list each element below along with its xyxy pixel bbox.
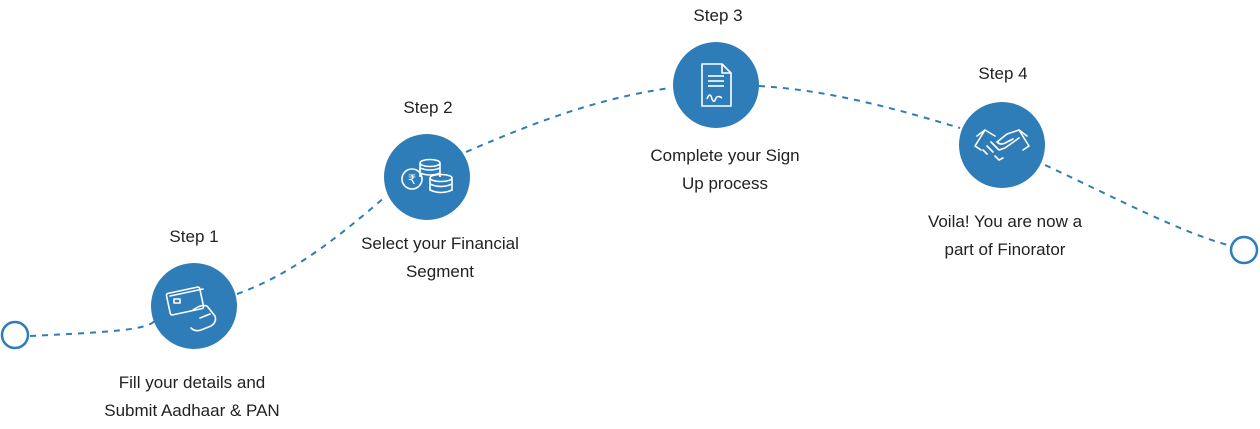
step-1-description-line-2: Submit Aadhaar & PAN: [104, 401, 280, 420]
step-1-title: Step 1: [169, 227, 219, 246]
signed-document-icon: [701, 63, 732, 107]
path-end-marker: [1229, 235, 1259, 265]
step-3-description-line-2: Up process: [682, 174, 768, 193]
journey-dashed-path: [29, 85, 1229, 337]
step-2-description: Select your Financial Segment: [320, 230, 560, 286]
step-1-node: [151, 263, 237, 349]
step-2-description-line-1: Select your Financial: [361, 234, 519, 253]
step-1-description-line-1: Fill your details and: [118, 373, 266, 392]
step-4-description-line-2: part of Finorator: [944, 240, 1066, 259]
step-4-description-line-1: Voila! You are now a: [927, 212, 1083, 231]
step-3-description: Complete your Sign Up process: [605, 142, 845, 198]
step-2-description-line-2: Segment: [405, 262, 475, 281]
step-4-title: Step 4: [978, 64, 1028, 83]
step-4-description: Voila! You are now a part of Finorator: [880, 208, 1130, 264]
step-3-title: Step 3: [693, 6, 743, 25]
step-2-title: Step 2: [403, 98, 453, 117]
step-4-node: [959, 102, 1045, 188]
handshake-icon: [974, 129, 1030, 161]
step-1-description: Fill your details and Submit Aadhaar & P…: [72, 369, 312, 425]
rupee-coins-icon: ₹: [401, 158, 453, 194]
step-3-node: [673, 42, 759, 128]
credit-card-hand-icon: [165, 286, 217, 332]
step-3-description-line-1: Complete your Sign: [650, 146, 800, 165]
step-2-node: ₹: [384, 134, 470, 220]
svg-text:₹: ₹: [408, 173, 416, 188]
path-start-marker: [0, 320, 30, 350]
